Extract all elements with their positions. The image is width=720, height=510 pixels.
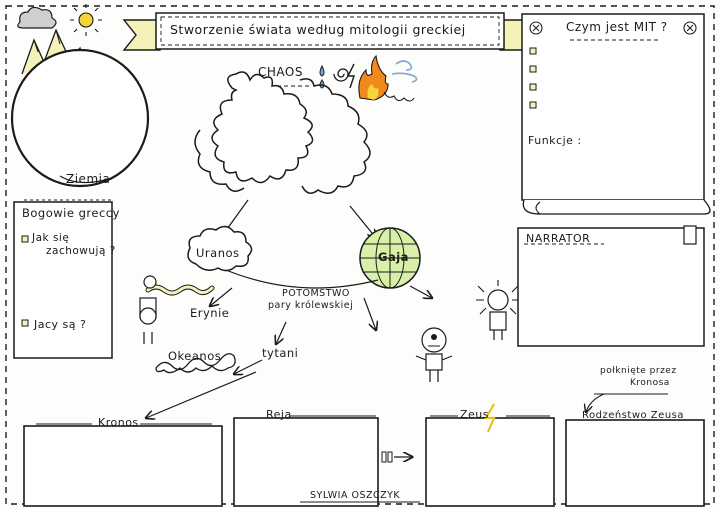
myth-title: Czym jest MIT ? (566, 20, 668, 34)
gaja-globe (359, 227, 421, 289)
cyclops-figure-icon (415, 327, 453, 382)
erynie-label: Erynie (190, 306, 230, 320)
uranos-label: Uranos (196, 246, 240, 260)
narrator-box (517, 225, 705, 347)
gods-title: Bogowie greccy (22, 206, 120, 220)
kronos-label: Kronos (98, 416, 139, 429)
arrow-to-tytani (276, 321, 287, 344)
gods-question-character: Jacy są ? (34, 318, 87, 331)
fire-icon (358, 54, 389, 101)
reja-label: Reja (266, 408, 292, 421)
narrator-label: NARRATOR (526, 232, 591, 245)
wind-swirl-icon (383, 60, 418, 102)
spiral-icon (333, 68, 349, 82)
earth-circle (10, 48, 150, 188)
swallowed-label-2: Kronosa (630, 378, 670, 388)
okeanos-label: Okeanos (168, 349, 222, 363)
earth-label: Ziemia (66, 172, 111, 186)
offspring-label-1: POTOMSTWO (282, 288, 350, 299)
zeus-label: Zeus (460, 408, 490, 421)
myth-scroll-box (521, 13, 711, 215)
swallowed-label-1: połknięte przez (600, 366, 677, 376)
cloud-icon (17, 6, 57, 29)
swallowed-arrow (586, 393, 605, 412)
arrow-chaos-to-gaja (349, 205, 376, 238)
spiky-figure-icon (476, 280, 520, 340)
arrow-tytani-to-okeanos (234, 359, 263, 374)
arrow-to-erynie (210, 287, 233, 306)
transition-arrow-icon (381, 451, 412, 463)
arrow-tytani-to-kronos (146, 371, 257, 418)
arrow-gaja-right (409, 285, 432, 298)
zeus-siblings-label: Rodzeństwo Zeusa (582, 410, 684, 421)
sun-icon (70, 4, 102, 36)
author-name: SYLWIA OSZCZYK (310, 490, 401, 501)
okeanos-wave (155, 353, 236, 374)
lightning-small-icon (346, 63, 355, 89)
gods-question-behaviour-2: zachowują ? (46, 245, 116, 257)
bottom-boxes (23, 417, 705, 507)
page-border (5, 5, 715, 505)
chaos-label: CHAOS (258, 65, 303, 79)
zeus-lightning-icon (484, 403, 496, 433)
gaja-label: Gaja (378, 250, 409, 264)
offspring-label-2: pary królewskiej (268, 300, 354, 311)
gods-box (13, 199, 113, 359)
chaos-squiggle-cloud (194, 71, 371, 194)
tytani-label: tytani (262, 346, 299, 360)
offspring-arc (225, 269, 379, 289)
arrow-offspring-right (363, 297, 376, 330)
gods-question-behaviour-1: Jak się (32, 232, 70, 244)
snake-figure-icon (139, 275, 215, 344)
myth-functions-label: Funkcje : (528, 134, 582, 147)
myth-bullet-list (529, 47, 537, 109)
page-title: Stworzenie świata według mitologii greck… (170, 22, 466, 37)
